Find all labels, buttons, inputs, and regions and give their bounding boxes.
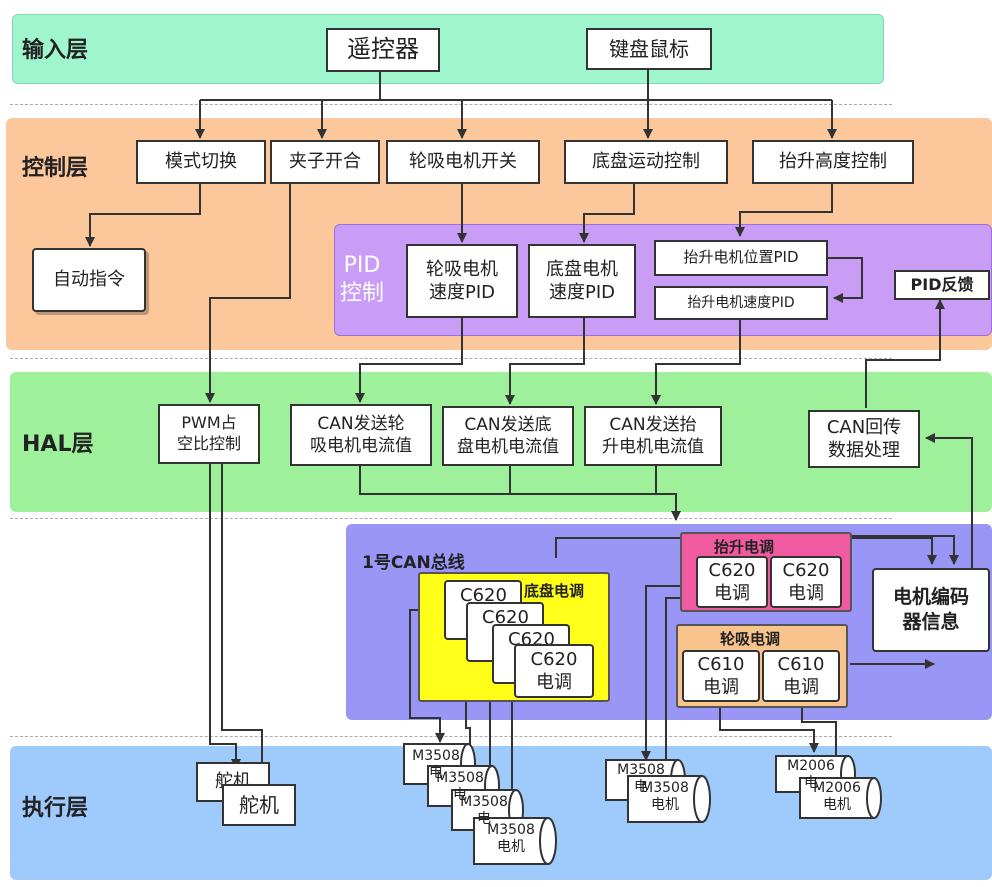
wire-mode-to-auto: [90, 184, 200, 246]
c610-suction-esc-2[interactable]: C610 电调: [762, 650, 840, 702]
m3508-motor-d-label: M3508 电机: [474, 822, 548, 856]
wire-pid-to-can-chassis: [510, 318, 584, 404]
wire-clamp-to-pwm: [210, 184, 290, 402]
remote-controller-box[interactable]: 遥控器: [326, 28, 440, 72]
m2006-motor-front-label: M2006 电机: [800, 780, 874, 814]
chassis-esc-label: 底盘电调: [524, 580, 584, 601]
pid-control-title: PID 控制: [340, 252, 384, 307]
chassis-speed-pid-box[interactable]: 底盘电机 速度PID: [528, 244, 636, 318]
can-return-data-box[interactable]: CAN回传 数据处理: [808, 410, 920, 468]
can-bus-title: 1号CAN总线: [362, 548, 465, 573]
lift-height-control-box[interactable]: 抬升高度控制: [752, 140, 914, 184]
wire-lift-to-pospid: [740, 184, 832, 236]
c610-suction-esc-1[interactable]: C610 电调: [682, 650, 760, 702]
wire-pid-to-can-suction: [360, 318, 462, 402]
wire-pos-to-speed: [828, 258, 862, 298]
wire-hal-to-feedback: [866, 300, 940, 408]
can-send-chassis-current-box[interactable]: CAN发送底 盘电机电流值: [442, 406, 574, 466]
wire-chassis-to-pid: [584, 184, 634, 242]
motor-encoder-info-box[interactable]: 电机编码 器信息: [872, 568, 990, 652]
suction-esc-label: 轮吸电调: [720, 628, 780, 649]
auto-command-box[interactable]: 自动指令: [32, 248, 146, 312]
wire-can-suction-to-bus: [360, 466, 676, 520]
wire-pid-to-can-lift: [656, 320, 740, 404]
lift-speed-pid-box[interactable]: 抬升电机速度PID: [654, 286, 828, 320]
m3508-lift-motor-front-label: M3508 电机: [628, 780, 702, 814]
lift-esc-label: 抬升电调: [714, 536, 774, 557]
suction-motor-switch-box[interactable]: 轮吸电机开关: [386, 140, 540, 184]
can-send-lift-current-box[interactable]: CAN发送抬 升电机电流值: [584, 406, 722, 466]
clamp-toggle-box[interactable]: 夹子开合: [270, 140, 380, 184]
can-send-suction-current-box[interactable]: CAN发送轮 吸电机电流值: [290, 404, 432, 466]
c620-lift-esc-1[interactable]: C620 电调: [696, 556, 768, 608]
c620-lift-esc-2[interactable]: C620 电调: [770, 556, 842, 608]
pid-feedback-box[interactable]: PID反馈: [894, 270, 990, 300]
lift-position-pid-box[interactable]: 抬升电机位置PID: [654, 240, 828, 276]
wire-pwm-to-servo-front: [222, 462, 262, 782]
keyboard-mouse-box[interactable]: 键盘鼠标: [586, 28, 712, 70]
suction-speed-pid-box[interactable]: 轮吸电机 速度PID: [406, 244, 518, 318]
chassis-motion-control-box[interactable]: 底盘运动控制: [564, 140, 728, 184]
pwm-duty-control-box[interactable]: PWM占 空比控制: [158, 404, 260, 464]
servo-front-box[interactable]: 舵机: [222, 784, 296, 826]
c620-chassis-esc-4[interactable]: C620 电调: [514, 644, 594, 698]
mode-switch-box[interactable]: 模式切换: [136, 140, 266, 184]
wire-bus-encoder: [852, 536, 954, 564]
